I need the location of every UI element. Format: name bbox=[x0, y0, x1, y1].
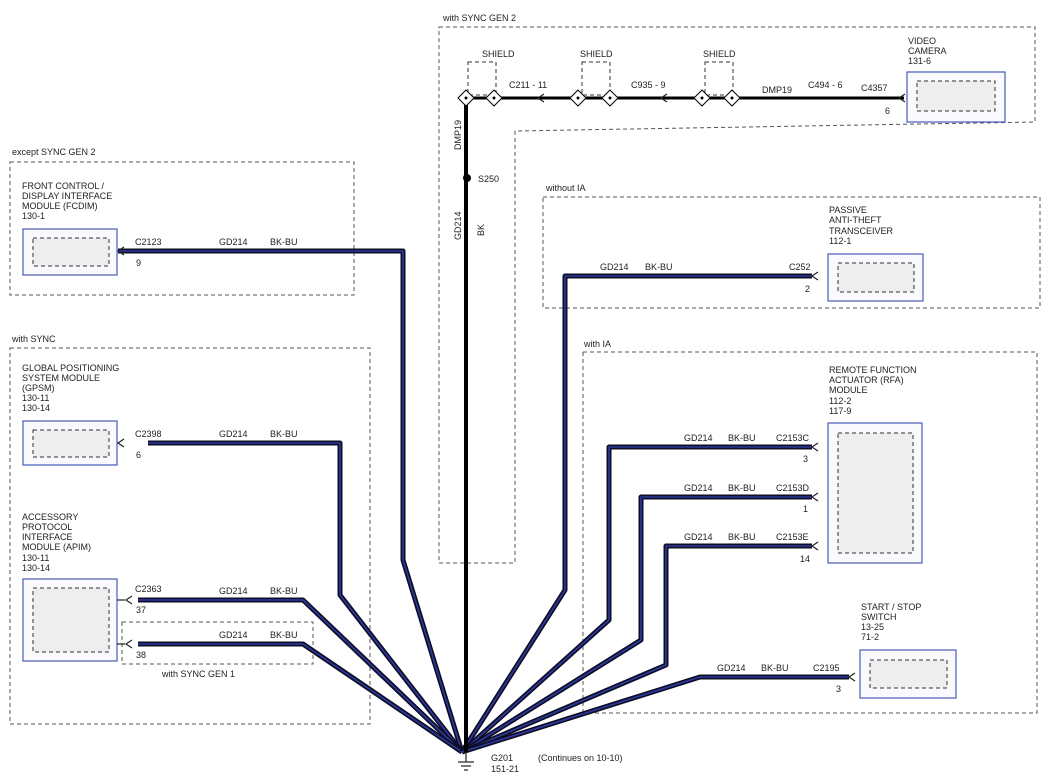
fcdim-module: FRONT CONTROL / DISPLAY INTERFACE MODULE… bbox=[22, 181, 298, 276]
connector-c2398: C2398 bbox=[135, 429, 162, 439]
pin-label: 1 bbox=[803, 504, 808, 514]
connector-c2195: C2195 bbox=[813, 663, 840, 673]
shield-label: SHIELD bbox=[580, 49, 613, 59]
circuit-code: GD214 bbox=[219, 429, 248, 439]
circuit-color: BK-BU bbox=[270, 429, 298, 439]
zone-label: with SYNC GEN 2 bbox=[442, 13, 516, 23]
gpsm-module: GLOBAL POSITIONING SYSTEM MODULE (GPSM) … bbox=[22, 363, 298, 466]
shield-label: SHIELD bbox=[703, 49, 736, 59]
pin-label: 14 bbox=[800, 554, 810, 564]
zone-except-sync-gen2: except SYNC GEN 2 bbox=[9, 147, 355, 296]
module-title: REMOTE FUNCTION ACTUATOR (RFA) MODULE 11… bbox=[829, 365, 919, 416]
zone-with-sync-gen1: with SYNC GEN 1 bbox=[121, 621, 314, 679]
circuit-color: BK-BU bbox=[728, 483, 756, 493]
pin-label: 6 bbox=[885, 106, 890, 116]
zone-label: with SYNC GEN 1 bbox=[161, 669, 235, 679]
connector-c211: C211 - 11 bbox=[509, 80, 547, 90]
pin-label: 3 bbox=[803, 454, 808, 464]
zone-with-ia: with IA bbox=[582, 339, 1038, 714]
ground-id: G201 bbox=[491, 753, 513, 763]
zone-label: with SYNC bbox=[11, 334, 56, 344]
zone-label: without IA bbox=[545, 183, 586, 193]
pin-label: 9 bbox=[136, 258, 141, 268]
circuit-color: BK-BU bbox=[728, 532, 756, 542]
dmp19-shield-line: SHIELD SHIELD SHIELD C211 - 11 C935 - 9 … bbox=[453, 49, 906, 240]
connector-c494: C494 - 6 bbox=[808, 80, 843, 90]
pin-label: 37 bbox=[136, 605, 146, 615]
pin-label: 6 bbox=[136, 450, 141, 460]
connector-c2153c: C2153C bbox=[776, 433, 810, 443]
shield-label: SHIELD bbox=[482, 49, 515, 59]
dmp19-label: DMP19 bbox=[762, 85, 792, 95]
pin-label: 3 bbox=[836, 684, 841, 694]
ground-g201: G201 151-21 (Continues on 10-10) bbox=[458, 752, 623, 774]
bk-vertical-label: BK bbox=[476, 224, 486, 236]
circuit-code: GD214 bbox=[219, 586, 248, 596]
connector-c4357: C4357 bbox=[861, 83, 888, 93]
connector-c2123: C2123 bbox=[135, 237, 162, 247]
module-title: START / STOP SWITCH 13-25 71-2 bbox=[861, 602, 924, 642]
circuit-color: BK-BU bbox=[728, 433, 756, 443]
circuit-code: GD214 bbox=[684, 433, 713, 443]
rfa-module: REMOTE FUNCTION ACTUATOR (RFA) MODULE 11… bbox=[684, 365, 923, 564]
pin-label: 2 bbox=[805, 284, 810, 294]
module-title: GLOBAL POSITIONING SYSTEM MODULE (GPSM) … bbox=[22, 363, 122, 413]
circuit-color: BK-BU bbox=[761, 663, 789, 673]
splice-s250-label: S250 bbox=[478, 174, 499, 184]
dmp19-vertical-label: DMP19 bbox=[453, 120, 463, 150]
zone-without-ia: without IA bbox=[542, 183, 1041, 309]
continues-note: (Continues on 10-10) bbox=[538, 753, 623, 763]
connector-c2153d: C2153D bbox=[776, 483, 810, 493]
video-camera-module: VIDEO CAMERA 131-6 bbox=[906, 36, 1006, 123]
pats-module: PASSIVE ANTI-THEFT TRANSCEIVER 112-1 C25… bbox=[600, 205, 924, 302]
circuit-code: GD214 bbox=[684, 483, 713, 493]
module-title: FRONT CONTROL / DISPLAY INTERFACE MODULE… bbox=[22, 181, 115, 221]
pin-label: 38 bbox=[136, 650, 146, 660]
circuit-code: GD214 bbox=[219, 237, 248, 247]
zone-label: with IA bbox=[583, 339, 611, 349]
apim-module: ACCESSORY PROTOCOL INTERFACE MODULE (API… bbox=[22, 512, 298, 662]
connector-c252: C252 bbox=[789, 262, 811, 272]
circuit-color: BK-BU bbox=[270, 586, 298, 596]
zone-with-sync: with SYNC bbox=[9, 334, 371, 725]
ground-ref: 151-21 bbox=[491, 764, 519, 774]
circuit-code: GD214 bbox=[219, 630, 248, 640]
circuit-code: GD214 bbox=[684, 532, 713, 542]
module-title: PASSIVE ANTI-THEFT TRANSCEIVER 112-1 bbox=[829, 205, 896, 246]
gd214-vertical-label: GD214 bbox=[453, 211, 463, 240]
circuit-color: BK-BU bbox=[645, 262, 673, 272]
module-title: ACCESSORY PROTOCOL INTERFACE MODULE (API… bbox=[22, 512, 94, 573]
circuit-color: BK-BU bbox=[270, 630, 298, 640]
connector-c935: C935 - 9 bbox=[631, 80, 666, 90]
start-stop-switch: START / STOP SWITCH 13-25 71-2 C2195 3 G… bbox=[717, 602, 957, 699]
connector-c2363: C2363 bbox=[135, 584, 162, 594]
ground-wires bbox=[118, 178, 849, 755]
splice-dot bbox=[463, 174, 471, 182]
circuit-code: GD214 bbox=[600, 262, 629, 272]
module-title: VIDEO CAMERA 131-6 bbox=[908, 36, 949, 66]
connector-c2153e: C2153E bbox=[776, 532, 809, 542]
zone-label: except SYNC GEN 2 bbox=[12, 147, 96, 157]
zone-with-sync-gen2: with SYNC GEN 2 bbox=[438, 13, 1036, 564]
circuit-color: BK-BU bbox=[270, 237, 298, 247]
circuit-code: GD214 bbox=[717, 663, 746, 673]
